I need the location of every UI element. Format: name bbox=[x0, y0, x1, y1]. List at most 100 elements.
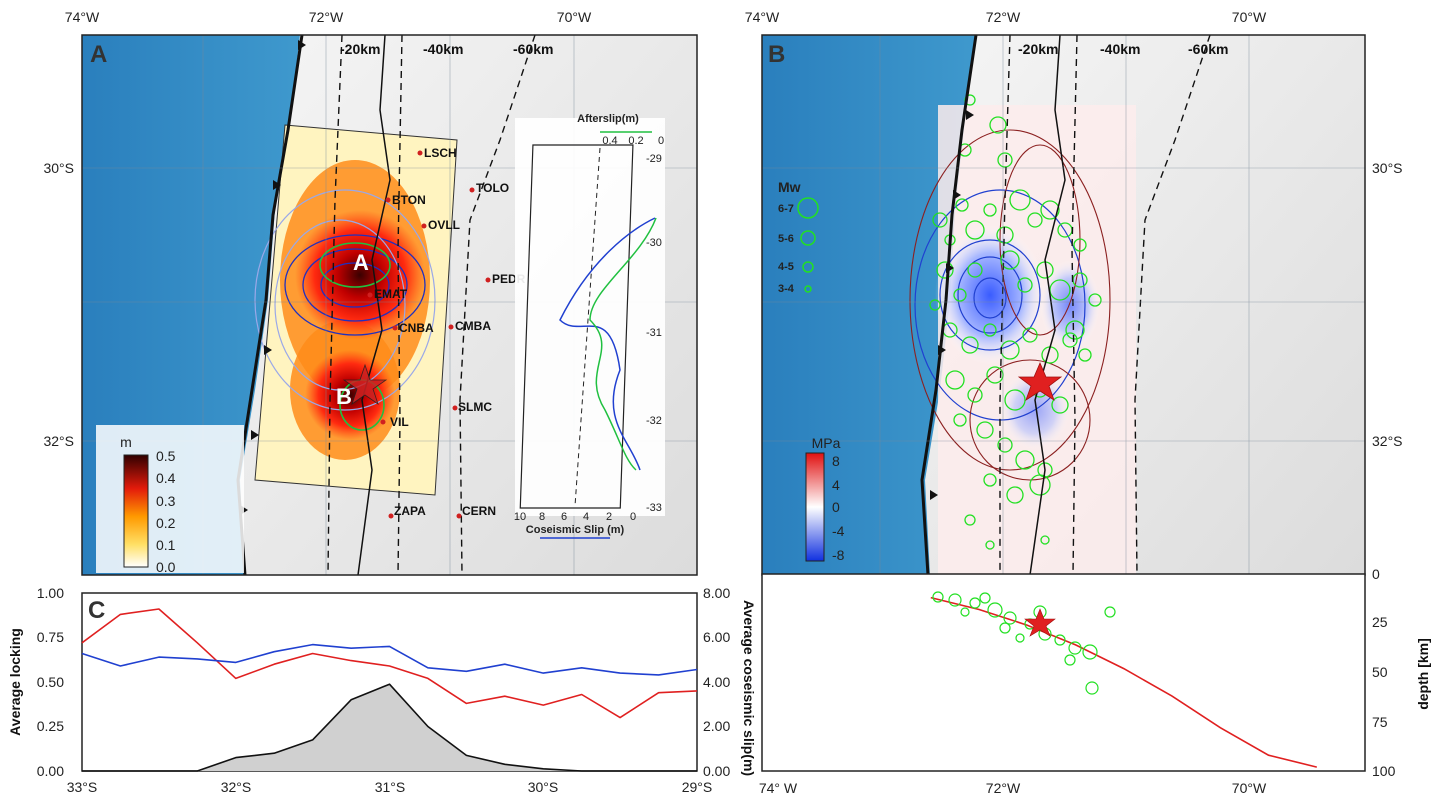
station-label: ZAPA bbox=[394, 504, 426, 518]
inset-coseismic-tick: 0 bbox=[630, 511, 636, 523]
panel-c-label: C bbox=[88, 597, 105, 624]
panel-b-map bbox=[762, 35, 1365, 575]
panel-b-colorbar: MPa 8 4 0 -4 -8 bbox=[805, 435, 845, 563]
station-label: CERN bbox=[462, 504, 496, 518]
inset-coseismic-tick: 10 bbox=[514, 511, 526, 523]
station-label: CMBA bbox=[455, 319, 491, 333]
y-tick-left: 0.75 bbox=[37, 629, 64, 645]
inset-afterslip-tick: 0 bbox=[658, 135, 664, 147]
colorbar-unit: MPa bbox=[812, 435, 841, 451]
y-tick-left: 0.50 bbox=[37, 674, 64, 690]
colorbar-tick: 0.0 bbox=[156, 559, 176, 575]
colorbar-tick: 0.4 bbox=[156, 470, 176, 486]
aftershock-cluster bbox=[929, 94, 1102, 550]
panel-a-label: A bbox=[90, 41, 107, 68]
lon-label: 72°W bbox=[309, 9, 344, 25]
profile-x-tick: 72°W bbox=[986, 780, 1021, 796]
y-tick-right: 0.00 bbox=[703, 763, 730, 779]
lat-label: 32°S bbox=[43, 433, 74, 449]
profile-x-tick: 74° W bbox=[759, 780, 798, 796]
inset-lat-tick: -32 bbox=[646, 415, 662, 427]
y-tick-left: 1.00 bbox=[37, 585, 64, 601]
x-tick: 33°S bbox=[67, 779, 98, 795]
legend-item: 5-6 bbox=[778, 233, 794, 245]
station-label: CNBA bbox=[399, 321, 434, 335]
legend-title: Mw bbox=[778, 179, 801, 195]
y-tick-left: 0.25 bbox=[37, 718, 64, 734]
y-axis-title-left: Average locking bbox=[7, 628, 23, 736]
y-tick-left: 0.00 bbox=[37, 763, 64, 779]
inset-coseismic-tick: 4 bbox=[583, 511, 589, 523]
asperity-b-label: B bbox=[336, 384, 352, 409]
lon-label: 74°W bbox=[65, 9, 100, 25]
panel-b-label: B bbox=[768, 41, 785, 68]
x-tick: 32°S bbox=[221, 779, 252, 795]
colorbar-tick: -4 bbox=[832, 523, 845, 539]
series-line-0 bbox=[81, 608, 698, 719]
asperity-a-label: A bbox=[353, 250, 369, 275]
depth-tick: 50 bbox=[1372, 664, 1388, 680]
colorbar-tick: 8 bbox=[832, 453, 840, 469]
station-label: VIL bbox=[390, 415, 409, 429]
y-tick-right: 4.00 bbox=[703, 674, 730, 690]
series-line-2 bbox=[82, 683, 697, 772]
series-area-2 bbox=[82, 684, 697, 771]
inset-coseismic-tick: 2 bbox=[606, 511, 612, 523]
panel-a-inset: Afterslip(m) 0.4 0.2 0 -29 -30 -31 -32 -… bbox=[514, 113, 665, 539]
depth-tick: 75 bbox=[1372, 714, 1388, 730]
station-label: BTON bbox=[392, 193, 426, 207]
depth-tick: 25 bbox=[1372, 614, 1388, 630]
x-tick: 31°S bbox=[375, 779, 406, 795]
depth-axis-title: depth [km] bbox=[1415, 638, 1431, 710]
lat-label: 32°S bbox=[1372, 433, 1403, 449]
panel-a-colorbar: m 0.5 0.4 0.3 0.2 0.1 0.0 bbox=[96, 425, 244, 575]
depth-contour-label: -40km bbox=[423, 41, 463, 57]
station-label: SLMC bbox=[458, 400, 492, 414]
inset-afterslip-tick: 0.2 bbox=[628, 135, 643, 147]
inset-afterslip-label: Afterslip(m) bbox=[577, 113, 639, 125]
x-tick: 29°S bbox=[682, 779, 713, 795]
colorbar-tick: 0.2 bbox=[156, 515, 176, 531]
series-line-1 bbox=[81, 643, 698, 676]
colorbar-tick: 0.1 bbox=[156, 537, 176, 553]
station-label: EMAT bbox=[374, 287, 408, 301]
depth-contour-label: -40km bbox=[1100, 41, 1140, 57]
inset-lat-tick: -33 bbox=[646, 502, 662, 514]
depth-contour-label: -60km bbox=[1188, 41, 1228, 57]
legend-item: 3-4 bbox=[778, 283, 795, 295]
lat-label: 30°S bbox=[1372, 160, 1403, 176]
inset-lat-tick: -31 bbox=[646, 327, 662, 339]
lon-label: 70°W bbox=[1232, 9, 1267, 25]
magnitude-legend: Mw 6-7 5-6 4-5 3-4 bbox=[778, 179, 819, 295]
station-label: OVLL bbox=[428, 218, 460, 232]
lon-label: 70°W bbox=[557, 9, 592, 25]
lon-label: 74°W bbox=[745, 9, 780, 25]
inset-lat-tick: -29 bbox=[646, 153, 662, 165]
station-label: TOLO bbox=[476, 181, 509, 195]
legend-item: 6-7 bbox=[778, 203, 794, 215]
station-label: LSCH bbox=[424, 146, 457, 160]
inset-afterslip-tick: 0.4 bbox=[602, 135, 617, 147]
y-axis-title-right: Average coseismic slip(m) bbox=[741, 600, 757, 776]
depth-contour-label: -20km bbox=[1018, 41, 1058, 57]
profile-x-tick: 70°W bbox=[1232, 780, 1267, 796]
colorbar-unit: m bbox=[120, 434, 132, 450]
lon-label: 72°W bbox=[986, 9, 1021, 25]
colorbar-tick: -8 bbox=[832, 547, 845, 563]
locking-slip-chart: C 1.00 0.75 0.50 0.25 0.00 8.00 6.00 4.0… bbox=[7, 585, 757, 795]
y-tick-right: 8.00 bbox=[703, 585, 730, 601]
inset-lat-tick: -30 bbox=[646, 237, 662, 249]
colorbar-tick: 0.3 bbox=[156, 493, 176, 509]
y-tick-right: 6.00 bbox=[703, 629, 730, 645]
depth-contour-label: -60km bbox=[513, 41, 553, 57]
inset-coseismic-tick: 6 bbox=[561, 511, 567, 523]
depth-tick: 0 bbox=[1372, 566, 1380, 582]
depth-tick: 100 bbox=[1372, 763, 1396, 779]
x-tick: 30°S bbox=[528, 779, 559, 795]
y-tick-right: 2.00 bbox=[703, 718, 730, 734]
colorbar-tick: 0.5 bbox=[156, 448, 176, 464]
slab-profile-line bbox=[930, 596, 1317, 768]
inset-coseismic-label: Coseismic Slip (m) bbox=[526, 524, 625, 536]
depth-contour-label: -20km bbox=[340, 41, 380, 57]
